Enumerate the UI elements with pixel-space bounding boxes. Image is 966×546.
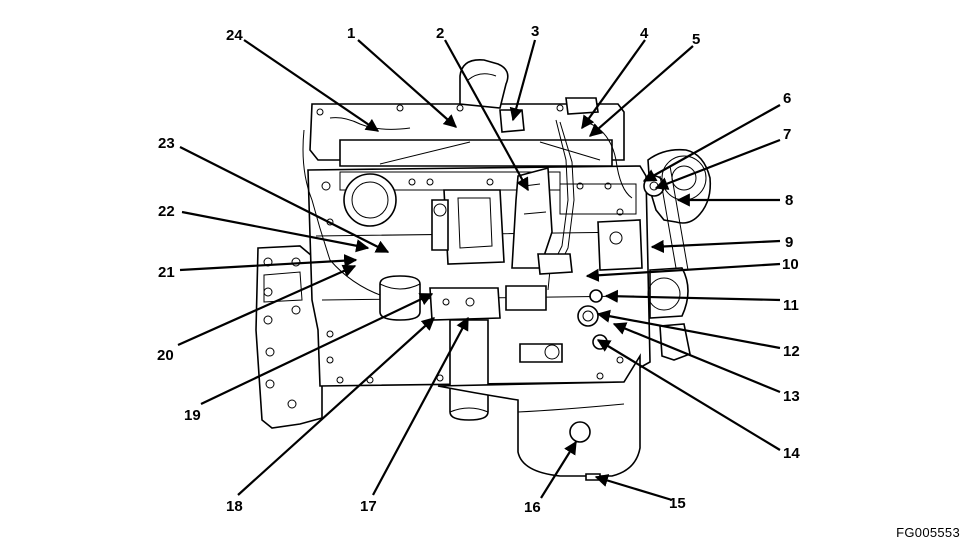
callout-9: 9 [785,234,793,251]
callout-13: 13 [783,388,800,405]
callout-19: 19 [184,407,201,424]
callout-1: 1 [347,25,355,42]
callout-24: 24 [226,27,243,44]
callout-10: 10 [782,256,799,273]
callout-17: 17 [360,498,377,515]
callout-14: 14 [783,445,800,462]
callout-22: 22 [158,203,175,220]
callout-3: 3 [531,23,539,40]
callout-labels: 1 2 3 4 5 6 7 8 9 10 11 12 13 14 15 16 1… [157,23,800,516]
callout-23: 23 [158,135,175,152]
callout-2: 2 [436,25,444,42]
callout-7: 7 [783,126,791,143]
engine-drawing [255,59,712,481]
callout-15: 15 [669,495,686,512]
callout-4: 4 [640,25,649,42]
figure-id: FG005553 [896,525,960,540]
callout-16: 16 [524,499,541,516]
callout-18: 18 [226,498,243,515]
callout-12: 12 [783,343,800,360]
callout-8: 8 [785,192,793,209]
callout-6: 6 [783,90,791,107]
callout-11: 11 [783,297,799,314]
callout-20: 20 [157,347,174,364]
callout-5: 5 [692,31,700,48]
callout-21: 21 [158,264,175,281]
leader-lines [177,39,781,502]
